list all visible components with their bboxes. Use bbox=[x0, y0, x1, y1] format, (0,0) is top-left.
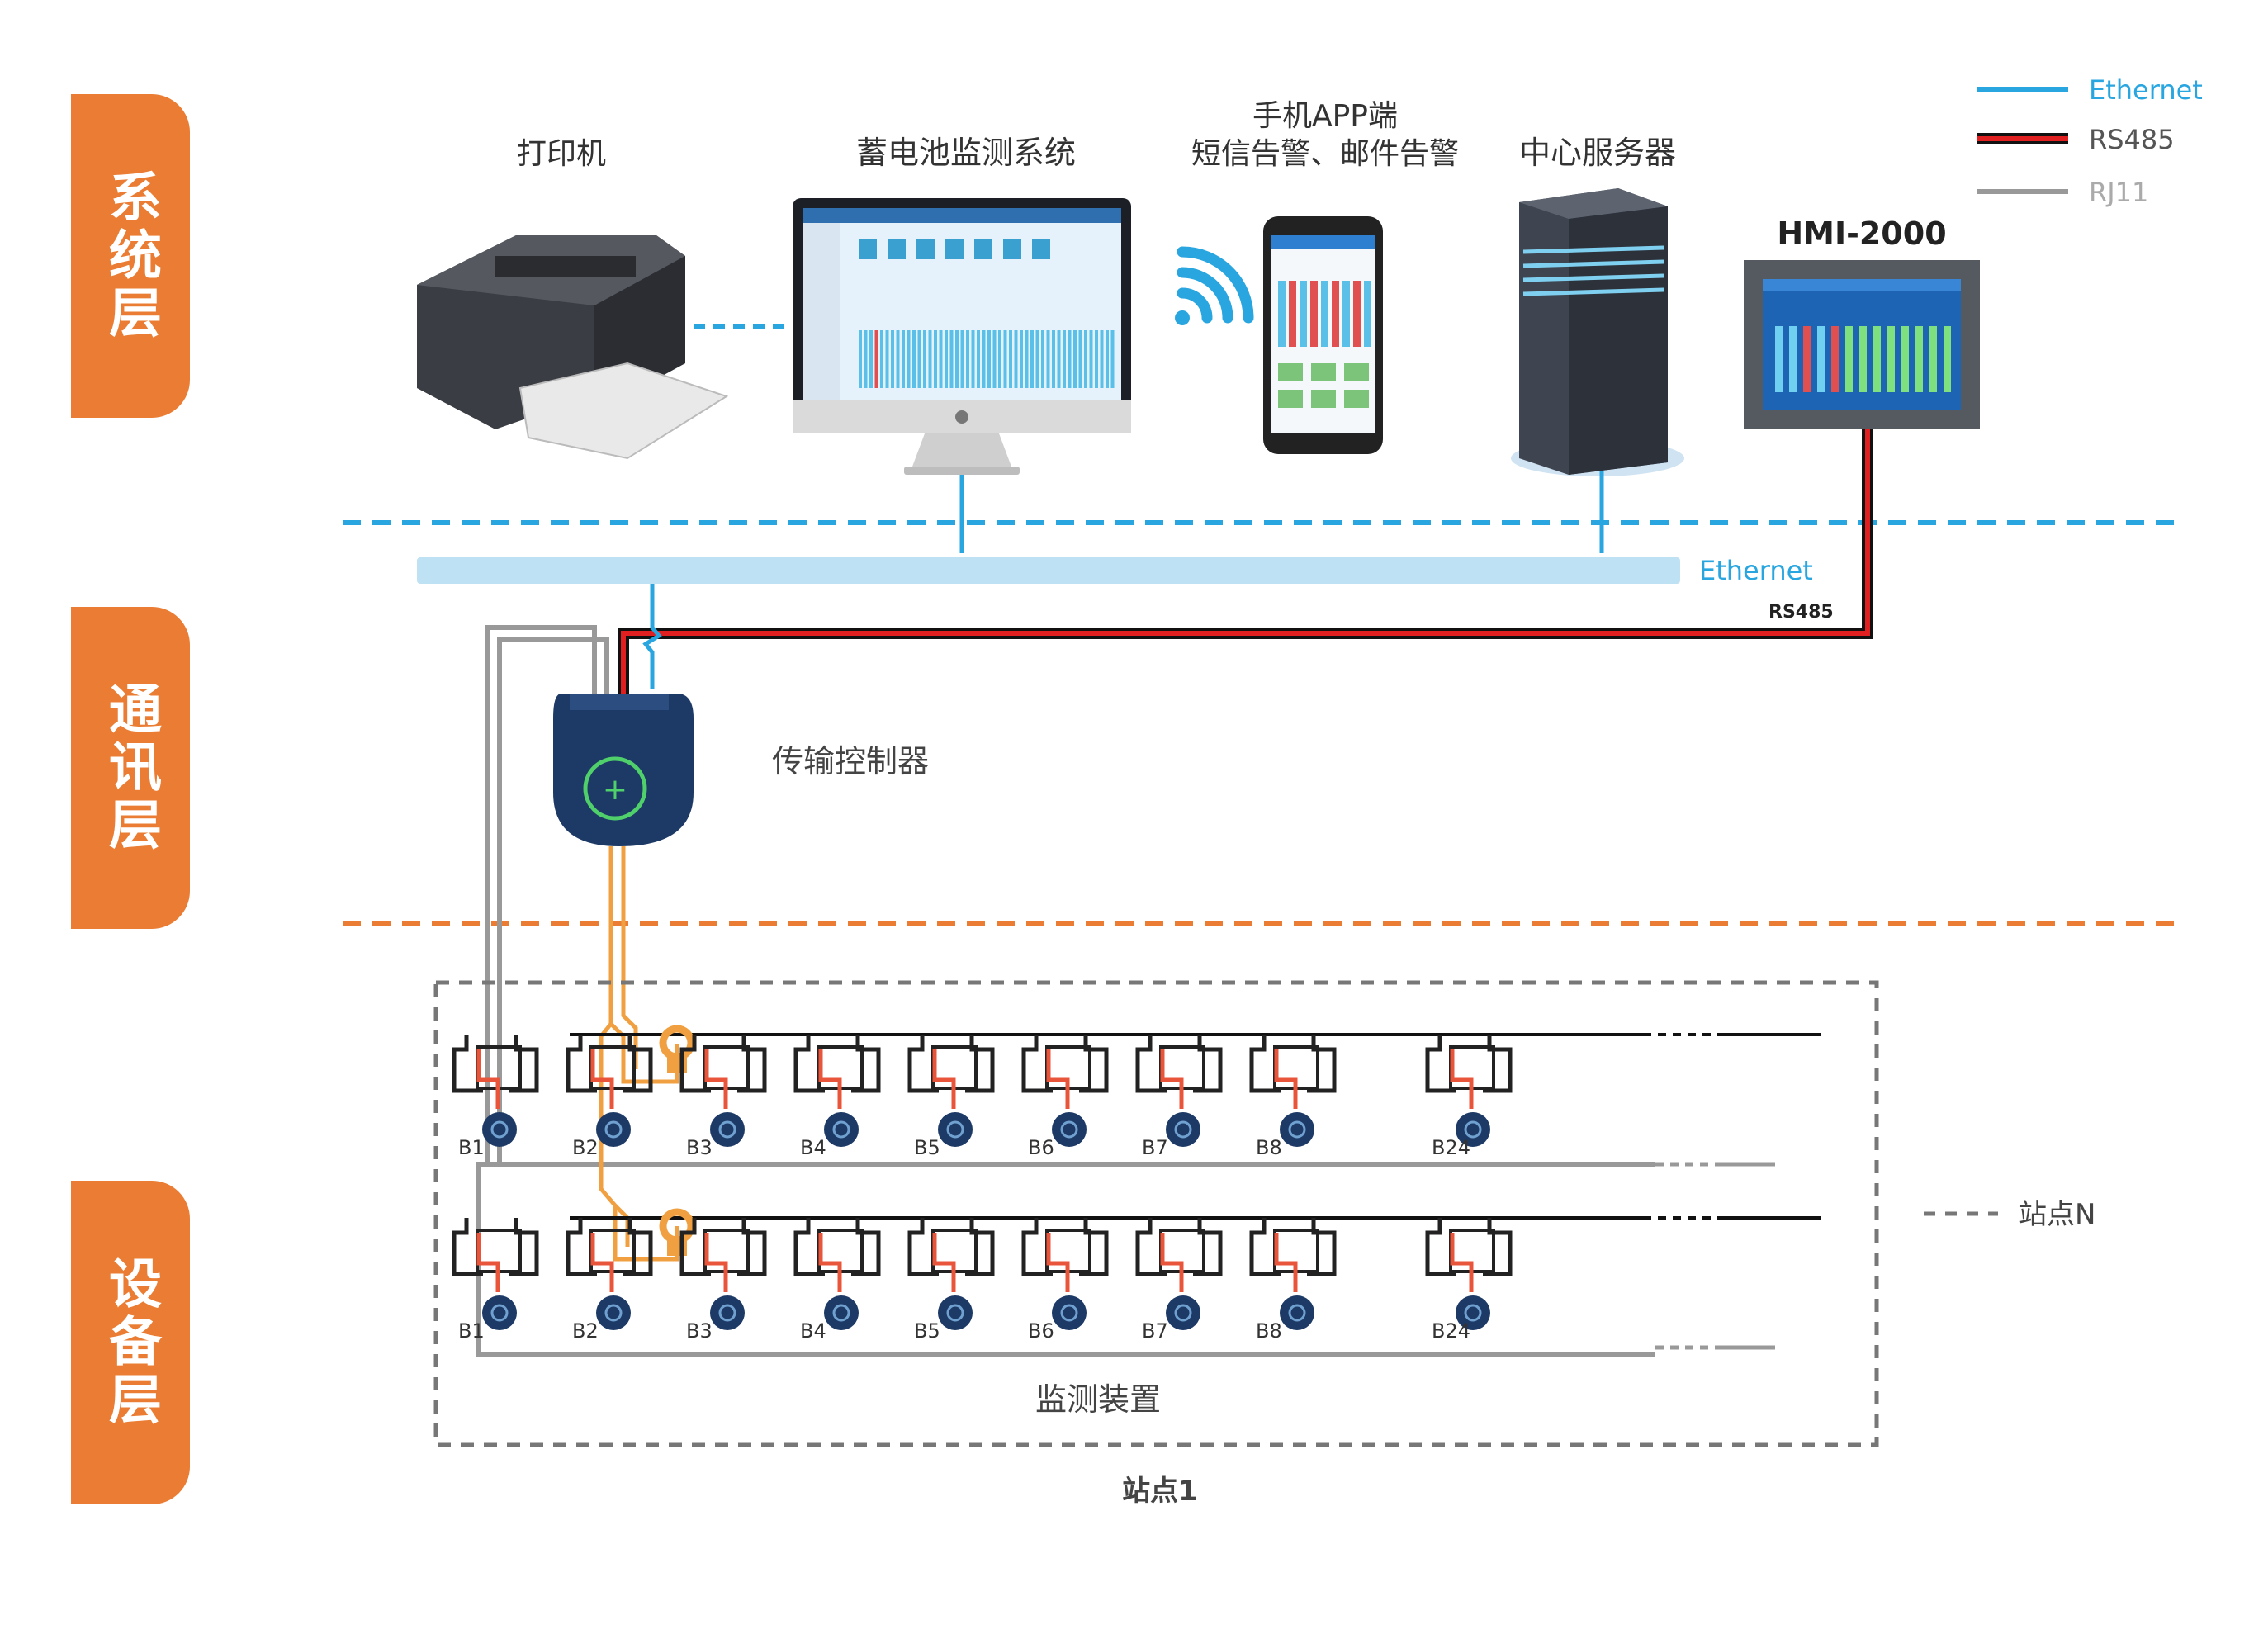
monitor-system-label: 蓄电池监测系统 bbox=[856, 135, 1076, 171]
battery-sensor-icon bbox=[1280, 1112, 1314, 1147]
battery-unit: B5 bbox=[907, 1035, 995, 1159]
battery-unit: B8 bbox=[1249, 1218, 1337, 1343]
battery-label: B4 bbox=[800, 1136, 826, 1159]
battery-sensor-icon bbox=[710, 1295, 745, 1330]
battery-unit: B2 bbox=[566, 1218, 653, 1343]
layer-label-communication: 通讯层 bbox=[100, 681, 161, 855]
battery-unit: B4 bbox=[793, 1218, 881, 1343]
battery-sensor-icon bbox=[1052, 1112, 1087, 1147]
monitoring-device-label: 监测装置 bbox=[1035, 1381, 1161, 1418]
station-1-box bbox=[433, 980, 1879, 1447]
battery-sensor-icon bbox=[824, 1112, 859, 1147]
legend: Ethernet RS485 RJ11 bbox=[1977, 74, 2203, 208]
battery-unit: B4 bbox=[793, 1035, 881, 1159]
battery-sensor-icon bbox=[1166, 1112, 1200, 1147]
battery-label: B1 bbox=[458, 1136, 485, 1159]
printer-icon bbox=[417, 235, 729, 460]
ethernet-bus-label: Ethernet bbox=[1699, 555, 1813, 586]
battery-label: B7 bbox=[1142, 1319, 1168, 1343]
battery-sensor-icon bbox=[482, 1112, 517, 1147]
battery-unit: B7 bbox=[1135, 1218, 1223, 1343]
battery-sensor-icon bbox=[824, 1295, 859, 1330]
controller-icon: + bbox=[553, 694, 694, 846]
battery-sensor-icon bbox=[710, 1112, 745, 1147]
battery-sensor-icon bbox=[482, 1295, 517, 1330]
battery-unit: B24 bbox=[1425, 1035, 1513, 1159]
wifi-icon bbox=[1175, 246, 1254, 325]
battery-string-row: B1 B2 B3 B4 B5 B6 B7 B8 B24 bbox=[452, 1025, 1821, 1167]
controller-label: 传输控制器 bbox=[772, 743, 929, 779]
battery-label: B8 bbox=[1256, 1136, 1282, 1159]
battery-label: B2 bbox=[572, 1136, 599, 1159]
svg-text:+: + bbox=[603, 773, 627, 807]
monitor-icon bbox=[793, 198, 1131, 475]
battery-sensor-icon bbox=[596, 1112, 631, 1147]
phone-icon bbox=[1263, 216, 1383, 454]
battery-unit: B6 bbox=[1021, 1035, 1109, 1159]
battery-label: B6 bbox=[1028, 1136, 1054, 1159]
phone-label-line2: 短信告警、邮件告警 bbox=[1191, 137, 1459, 171]
battery-unit: B1 bbox=[452, 1035, 539, 1159]
layer-label-device: 设备层 bbox=[100, 1256, 161, 1429]
legend-rj11-label: RJ11 bbox=[2089, 177, 2148, 208]
layer-tab-communication: 通讯层 bbox=[71, 607, 190, 929]
phone-label-line1: 手机APP端 bbox=[1252, 99, 1398, 133]
legend-ethernet-label: Ethernet bbox=[2089, 74, 2203, 106]
battery-label: B3 bbox=[686, 1136, 713, 1159]
layer-tab-system: 系统层 bbox=[71, 94, 190, 418]
battery-sensor-icon bbox=[938, 1295, 973, 1330]
ethernet-bus bbox=[417, 557, 1680, 584]
battery-string-row: B1 B2 B3 B4 B5 B6 B7 B8 B24 bbox=[452, 1208, 1821, 1350]
battery-unit: B3 bbox=[679, 1218, 767, 1343]
battery-label: B4 bbox=[800, 1319, 826, 1343]
battery-unit: B8 bbox=[1249, 1035, 1337, 1159]
battery-unit: B1 bbox=[452, 1218, 539, 1343]
battery-sensor-icon bbox=[938, 1112, 973, 1147]
server-label: 中心服务器 bbox=[1519, 135, 1676, 171]
battery-sensor-icon bbox=[596, 1295, 631, 1330]
battery-unit: B2 bbox=[566, 1035, 653, 1159]
battery-unit: B3 bbox=[679, 1035, 767, 1159]
battery-label: B6 bbox=[1028, 1319, 1054, 1343]
layer-label-system: 系统层 bbox=[100, 169, 161, 343]
battery-label: B8 bbox=[1256, 1319, 1282, 1343]
battery-unit: B7 bbox=[1135, 1035, 1223, 1159]
battery-label: B5 bbox=[914, 1136, 940, 1159]
hmi-panel-icon bbox=[1744, 260, 1980, 429]
rs485-line bbox=[618, 429, 1873, 694]
battery-label: B24 bbox=[1432, 1319, 1470, 1343]
battery-label: B5 bbox=[914, 1319, 940, 1343]
station-1-label: 站点1 bbox=[1122, 1475, 1198, 1508]
battery-unit: B6 bbox=[1021, 1218, 1109, 1343]
battery-label: B1 bbox=[458, 1319, 485, 1343]
battery-sensor-icon bbox=[1280, 1295, 1314, 1330]
battery-sensor-icon bbox=[1166, 1295, 1200, 1330]
battery-label: B24 bbox=[1432, 1136, 1470, 1159]
printer-label: 打印机 bbox=[517, 137, 606, 171]
controller-ethernet-link bbox=[642, 584, 662, 689]
battery-label: B3 bbox=[686, 1319, 713, 1343]
battery-sensor-icon bbox=[1052, 1295, 1087, 1330]
battery-sensor-icon bbox=[1456, 1112, 1490, 1147]
legend-rs485-label: RS485 bbox=[2089, 124, 2175, 155]
battery-unit: B5 bbox=[907, 1218, 995, 1343]
battery-unit: B24 bbox=[1425, 1218, 1513, 1343]
station-n-label: 站点N bbox=[2019, 1198, 2095, 1231]
rs485-bus-label: RS485 bbox=[1768, 602, 1834, 623]
layer-tab-device: 设备层 bbox=[71, 1181, 190, 1504]
battery-label: B7 bbox=[1142, 1136, 1168, 1159]
server-icon bbox=[1511, 188, 1684, 476]
battery-sensor-icon bbox=[1456, 1295, 1490, 1330]
hmi-label: HMI-2000 bbox=[1777, 215, 1946, 252]
battery-label: B2 bbox=[572, 1319, 599, 1343]
